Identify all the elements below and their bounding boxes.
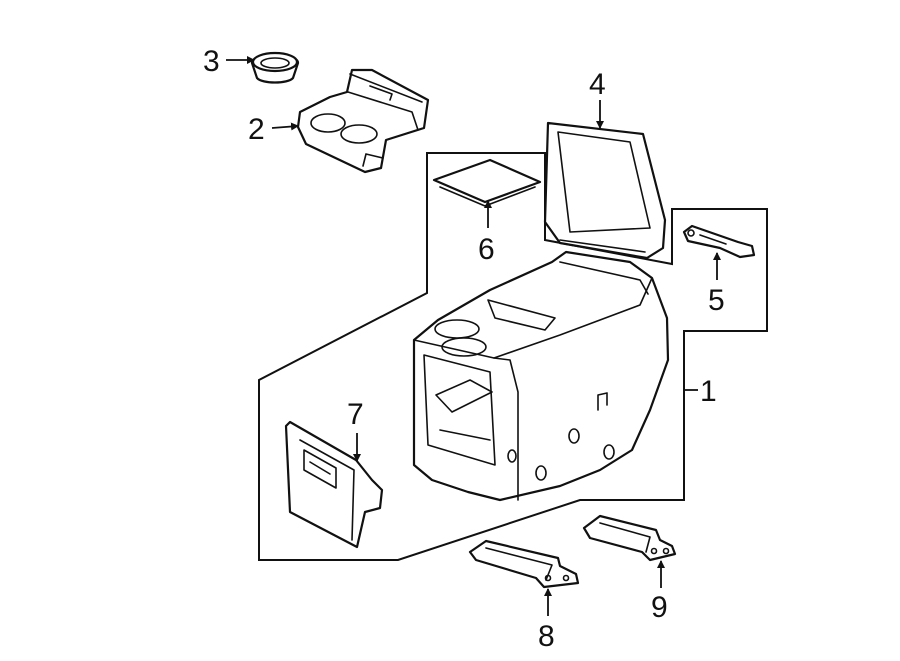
leader-2	[271, 122, 299, 131]
callout-9: 9	[651, 591, 668, 624]
latch-part	[682, 224, 756, 259]
bracket-part	[468, 539, 580, 589]
cup-holder-insert-part	[250, 51, 300, 84]
panel-part	[284, 420, 384, 549]
callout-5: 5	[708, 284, 725, 317]
callout-1: 1	[700, 375, 717, 408]
callout-7: 7	[347, 398, 364, 431]
cup-holder-part	[296, 68, 430, 174]
lid-part	[543, 121, 667, 260]
callout-2: 2	[248, 113, 265, 146]
pad-part	[432, 158, 542, 207]
callout-3: 3	[203, 45, 220, 78]
callout-4: 4	[589, 68, 606, 101]
bracket-part	[582, 514, 677, 562]
callout-8: 8	[538, 620, 555, 653]
callout-6: 6	[478, 233, 495, 266]
console-part	[412, 250, 670, 502]
